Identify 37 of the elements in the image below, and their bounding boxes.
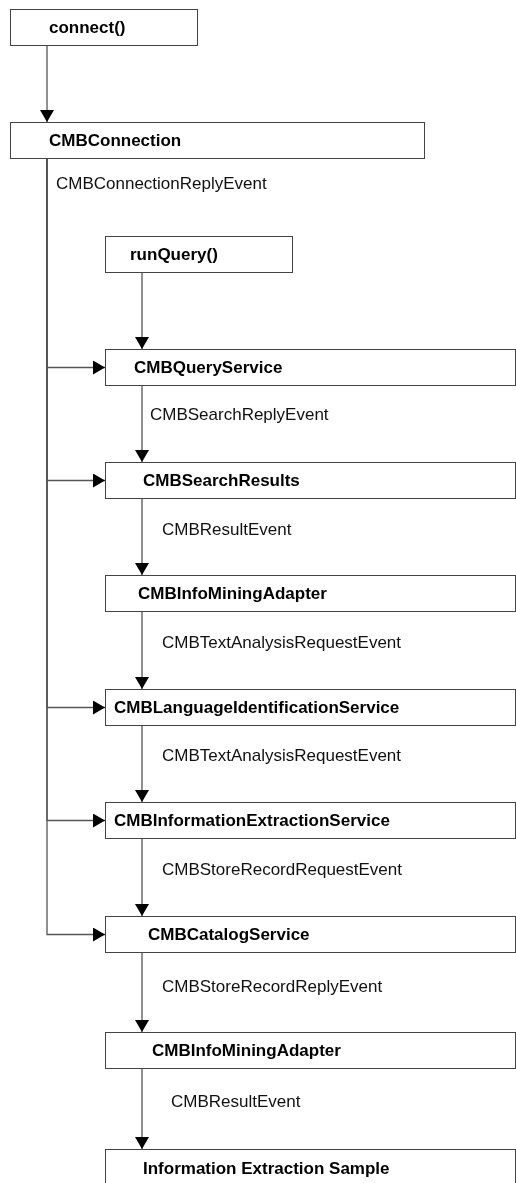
- process-box: [105, 575, 516, 612]
- edge-label: CMBSearchReplyEvent: [150, 405, 329, 425]
- arrow: [135, 385, 149, 463]
- class-name-label: runQuery(): [130, 244, 218, 265]
- process-box: [105, 349, 516, 386]
- arrow: [135, 498, 149, 576]
- edge-label: CMBConnectionReplyEvent: [56, 174, 267, 194]
- process-box: [105, 689, 516, 726]
- process-box: [10, 9, 198, 46]
- edge-label: CMBStoreRecordReplyEvent: [162, 977, 383, 997]
- process-box: [105, 916, 516, 953]
- arrow: [135, 838, 149, 917]
- process-box: [10, 122, 425, 159]
- class-name-label: CMBConnection: [49, 130, 182, 151]
- edge-label: CMBTextAnalysisRequestEvent: [162, 746, 402, 766]
- class-name-label: CMBQueryService: [134, 357, 283, 378]
- arrow: [135, 1068, 149, 1150]
- class-name-label: CMBLanguageIdentificationService: [114, 697, 400, 718]
- class-name-label: CMBCatalogService: [148, 924, 310, 945]
- class-name-label: CMBInfoMiningAdapter: [138, 583, 327, 604]
- edge-label: CMBStoreRecordRequestEvent: [162, 860, 402, 880]
- class-name-label: CMBSearchResults: [143, 470, 300, 491]
- process-box: [105, 1032, 516, 1069]
- process-box: [105, 236, 293, 273]
- class-name-label: CMBInformationExtractionService: [114, 810, 390, 831]
- arrow: [135, 725, 149, 803]
- class-name-label: Information Extraction Sample: [143, 1159, 390, 1179]
- arrow: [40, 45, 54, 123]
- edge-label: CMBTextAnalysisRequestEvent: [162, 633, 402, 653]
- arrow: [135, 272, 149, 350]
- class-name-label: connect(): [49, 17, 126, 38]
- arrow: [135, 611, 149, 690]
- class-name-label: CMBInfoMiningAdapter: [152, 1040, 341, 1061]
- process-box: [105, 1149, 516, 1183]
- process-box: [105, 802, 516, 839]
- arrow: [135, 952, 149, 1033]
- process-box: [105, 462, 516, 499]
